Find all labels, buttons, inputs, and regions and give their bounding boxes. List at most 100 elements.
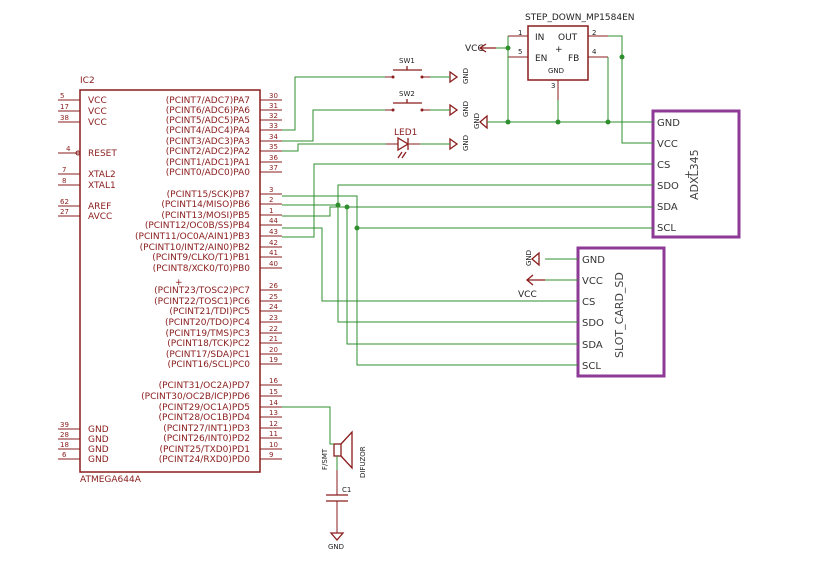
pin-label: (PCINT13/MOSI)PB5 <box>161 211 250 221</box>
pin-number: 62 <box>60 198 69 206</box>
adxl-pin-label: SDO <box>657 181 679 192</box>
ground-icon <box>449 103 459 117</box>
mcu-left-pin: 38 VCC <box>58 114 107 128</box>
mcu-left-pin: 6 GND <box>58 451 109 465</box>
mcu-right-pin: 22(PCINT19/TMS)PC3 <box>165 325 282 339</box>
pin-label: (PCINT8/XCK0/T0)PB0 <box>153 264 251 274</box>
pin-label: (PCINT30/OC2B/ICP)PD6 <box>141 392 250 402</box>
led-gnd-label: GND <box>462 135 470 151</box>
gnd-symbol-mid: GND <box>473 113 488 130</box>
pin-number: 4 <box>66 145 71 153</box>
regulator-num-in: 1 <box>518 29 522 37</box>
pin-number: 19 <box>269 356 278 364</box>
mcu-right-pin: 10(PCINT25/TXD0)PD1 <box>159 441 282 455</box>
pin-number: 7 <box>62 166 66 174</box>
gnd-label: GND <box>473 113 481 129</box>
mcu-left-pin: 27 AVCC <box>58 208 112 222</box>
pin-label: VCC <box>88 96 107 106</box>
pin-label: (PCINT17/SDA)PC1 <box>166 350 250 360</box>
pin-label: (PCINT16/SCL)PC0 <box>167 360 250 370</box>
mcu-right-pin: 16(PCINT31/OC2A)PD7 <box>159 377 282 391</box>
mcu-left-pin: 8 XTAL1 <box>58 177 116 191</box>
cap-gnd-label: GND <box>328 543 344 551</box>
regulator-pin-in: IN <box>535 33 544 43</box>
pin-number: 25 <box>269 293 278 301</box>
mcu-left-pin: 7 XTAL2 <box>58 166 116 180</box>
pin-label: (PCINT29/OC1A)PD5 <box>159 403 250 413</box>
pin-label: GND <box>88 445 109 455</box>
mcu-right-pin: 35(PCINT2/ADC2)PA2 <box>166 143 282 157</box>
mcu-left-pin: 4 RESET <box>58 145 117 159</box>
sd-card-slot-module: SLOT_CARD_SD GND VCC CS SDO SDA SCL GND … <box>518 246 666 378</box>
pin-number: 14 <box>269 399 278 407</box>
led-led1: LED1 GND <box>386 128 470 159</box>
pin-label: (PCINT31/OC2A)PD7 <box>159 381 250 391</box>
ground-icon <box>479 114 488 130</box>
pin-label: (PCINT22/TOSC1)PC6 <box>154 297 250 307</box>
mcu-ic2: IC2 ATMEGA644A 5 VCC 17 VCC 38 VCC <box>58 76 282 485</box>
pin-label: (PCINT0/ADC0)PA0 <box>166 168 250 178</box>
pin-label: (PCINT18/TCK)PC2 <box>167 339 250 349</box>
mcu-right-pin: 40(PCINT8/XCK0/T0)PB0 <box>153 260 282 274</box>
mcu-right-pin: 11(PCINT26/INT0)PD2 <box>163 430 282 444</box>
pin-label: XTAL1 <box>88 181 116 191</box>
pin-number: 11 <box>269 430 278 438</box>
sd-pin-label: CS <box>582 297 595 308</box>
mcu-right-pin: 33(PCINT4/ADC4)PA4 <box>166 122 282 136</box>
cap-name: C1 <box>342 486 351 494</box>
vcc-arrow-icon <box>525 274 545 286</box>
vcc-arrow-icon <box>478 43 496 53</box>
sd-vcc-label: VCC <box>518 290 537 300</box>
sd-pin-label: SDA <box>582 340 603 351</box>
sd-pin-label: SDO <box>582 318 604 329</box>
switch-name: SW2 <box>399 90 415 98</box>
mcu-right-pin: 19 (PCINT16/SCL)PC0 <box>167 356 282 370</box>
pin-number: 3 <box>269 186 273 194</box>
switch-gnd-label: GND <box>462 101 470 117</box>
mcu-right-pin: 42(PCINT10/INT2/AIN0)PB2 <box>140 239 282 253</box>
pin-label: (PCINT3/ADC3)PA3 <box>166 137 250 147</box>
pin-label: (PCINT24/RXD0)PD0 <box>159 455 251 465</box>
pin-number: 2 <box>269 196 273 204</box>
adxl345-outline <box>651 109 741 239</box>
pin-label: (PCINT20/TDO)PC4 <box>165 318 250 328</box>
adxl-pin-label: CS <box>657 160 670 171</box>
pin-number: 17 <box>60 103 69 111</box>
pin-number: 5 <box>60 92 64 100</box>
pin-label: (PCINT1/ADC1)PA1 <box>166 158 250 168</box>
adxl345-center-mark: + <box>684 168 693 181</box>
sd-pin-label: GND <box>582 255 605 266</box>
regulator-pin-gnd: GND <box>548 67 564 75</box>
adxl345-module: ADXL345 + GND VCC CS SDO SDA SCL <box>651 109 741 239</box>
sd-card-outline <box>576 246 666 378</box>
pin-number: 22 <box>269 325 278 333</box>
mcu-right-pin: 13(PCINT28/OC1B)PD4 <box>159 409 282 423</box>
pin-number: 1 <box>269 207 273 215</box>
sd-gnd-label: GND <box>525 250 533 266</box>
mcu-right-pin: 34(PCINT3/ADC3)PA3 <box>166 133 282 147</box>
mcu-right-pin: 15(PCINT30/OC2B/ICP)PD6 <box>141 388 282 402</box>
wires <box>282 35 653 470</box>
mcu-right-pin: 21(PCINT18/TCK)PC2 <box>167 335 282 349</box>
pin-label: (PCINT28/OC1B)PD4 <box>159 413 251 423</box>
pin-label: (PCINT14/MISO)PB6 <box>161 200 250 210</box>
pin-number: 42 <box>269 239 278 247</box>
mcu-right-pin: 3(PCINT15/SCK)PB7 <box>167 186 282 200</box>
pin-number: 6 <box>62 451 67 459</box>
pin-number: 20 <box>269 346 278 354</box>
mcu-right-pin: 26(PCINT23/TOSC2)PC7 <box>154 282 282 296</box>
mcu-right-pin: 23(PCINT20/TDO)PC4 <box>165 314 282 328</box>
speaker-icon <box>340 430 353 470</box>
regulator-num-gnd: 3 <box>551 82 555 90</box>
mcu-left-pin: 5 VCC <box>58 92 107 106</box>
pin-number: 10 <box>269 441 278 449</box>
mcu-left-pins: 5 VCC 17 VCC 38 VCC 4 RESET 7 <box>58 92 117 465</box>
pin-number: 39 <box>60 421 69 429</box>
pin-number: 31 <box>269 102 278 110</box>
pin-label: (PCINT27/INT1)PD3 <box>163 424 250 434</box>
pin-label: (PCINT6/ADC6)PA6 <box>166 106 250 116</box>
mcu-right-pin: 20 (PCINT17/SDA)PC1 <box>166 346 282 360</box>
regulator-pin-out: OUT <box>558 33 578 43</box>
mcu-right-pin: 37(PCINT0/ADC0)PA0 <box>166 164 282 178</box>
